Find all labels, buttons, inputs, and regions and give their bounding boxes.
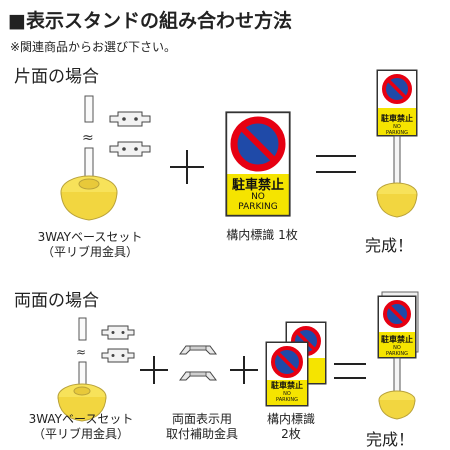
no-parking-sign (225, 111, 291, 217)
result-label-single: 完成！ (365, 236, 414, 255)
auxiliary-bracket-icon (179, 345, 217, 381)
selection-note: ※関連商品からお選び下さい。 (10, 40, 177, 54)
no-parking-sign-front (265, 341, 309, 407)
aux-caption-line2: 取付補助金具 (165, 427, 238, 441)
double-sign-main-text: 駐車禁止 (271, 381, 303, 390)
single-sided-heading: 片面の場合 (14, 67, 99, 87)
flat-rib-bracket-icon (109, 111, 151, 157)
plus-icon (230, 356, 258, 384)
flat-rib-bracket-icon-double (101, 325, 135, 363)
aux-caption-line1: 両面表示用 (171, 412, 232, 426)
base-stand-illustration-double: ≈ (57, 317, 107, 422)
stand-sign-main-text: 駐車禁止 (381, 114, 413, 123)
sign-caption: 構内標識 1枚 (226, 228, 298, 242)
double-stand-sign-sub-text-1: NO (393, 345, 401, 351)
double-stand-sign-sub-text-2: PARKING (386, 351, 408, 357)
result-label-double: 完成！ (366, 430, 415, 449)
equals-icon (316, 155, 356, 173)
equals-icon (334, 363, 366, 379)
double-stand-sign-main-text: 駐車禁止 (381, 335, 413, 344)
double-sided-heading: 両面の場合 (14, 291, 99, 311)
svg-text:≈: ≈ (82, 130, 94, 146)
double-sign-sub-text-1: NO (283, 391, 291, 397)
sign-sub-text-2: PARKING (238, 202, 278, 212)
stand-sign-sub-text-1: NO (393, 124, 401, 130)
sign-sub-text-1: NO (251, 192, 265, 202)
double-sign-sub-text-2: PARKING (276, 397, 298, 403)
base-caption-line1: 3WAYベースセット (37, 230, 143, 244)
sign-main-text: 駐車禁止 (231, 178, 284, 193)
sign-caption-line2-double: 2枚 (281, 427, 301, 441)
completed-stand-double (377, 291, 419, 420)
completed-stand-single (376, 69, 418, 218)
base-stand-illustration: ≈ (60, 95, 118, 221)
stand-sign-sub-text-2: PARKING (386, 130, 408, 136)
base-caption-line1-double: 3WAYベースセット (28, 412, 134, 426)
base-caption-line2-double: （平リブ用金具） (32, 427, 129, 441)
svg-text:≈: ≈ (76, 345, 86, 359)
page-title: ■表示スタンドの組み合わせ方法 (8, 10, 292, 32)
sign-caption-line1-double: 構内標識 (266, 412, 315, 426)
base-caption-line2: （平リブ用金具） (41, 245, 138, 259)
plus-icon (140, 356, 168, 384)
plus-icon (170, 150, 204, 184)
